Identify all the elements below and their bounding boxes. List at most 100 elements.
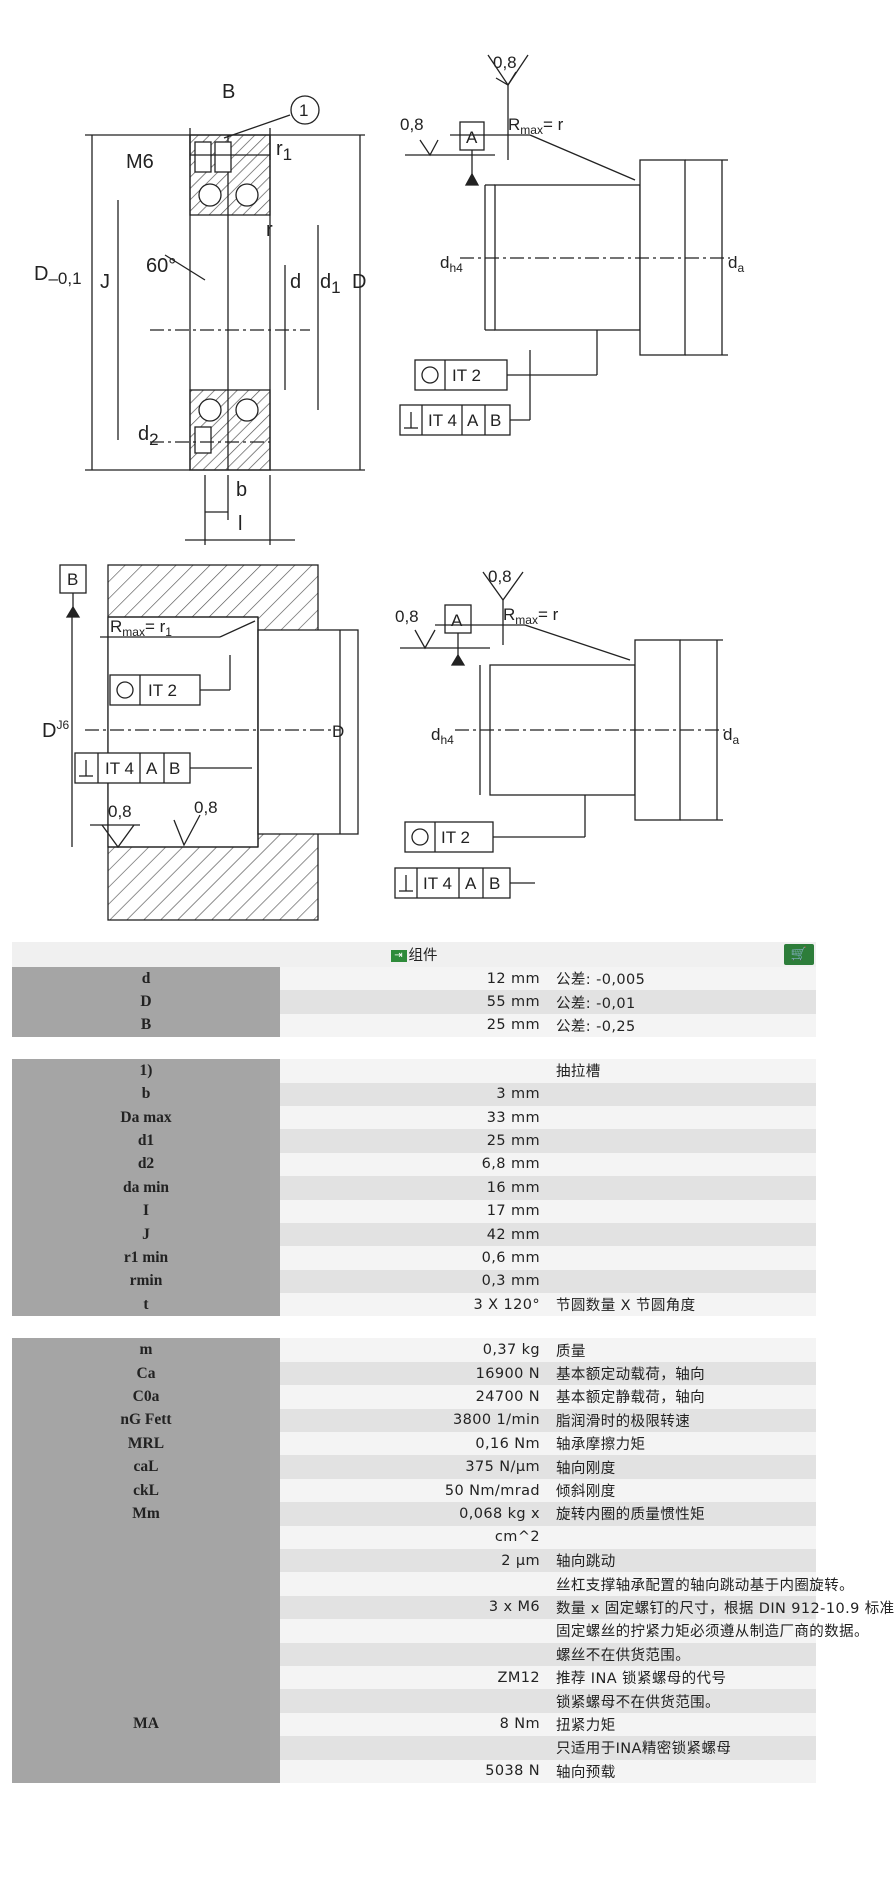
row-description: 固定螺丝的拧紧力矩必须遵从制造厂商的数据。 — [548, 1619, 869, 1643]
row-value: 0,3 mm — [280, 1269, 548, 1294]
technical-drawings: B 1 r1 M6 D–0,1 J 60° r d d1 D d2 b l — [0, 0, 861, 940]
row-value — [280, 1619, 548, 1643]
table-row: 螺丝不在供货范围。 — [12, 1642, 816, 1666]
row-description: 轴承摩擦力矩 — [548, 1432, 816, 1456]
dim-D-label: D — [332, 722, 344, 741]
ref-B-label: B — [169, 759, 180, 778]
row-value: 0,6 mm — [280, 1246, 548, 1270]
datum-B-label: B — [67, 570, 78, 589]
cart-icon[interactable]: 🛒 — [784, 944, 814, 965]
components-link[interactable]: 组件 — [408, 948, 438, 964]
group-spacer — [12, 1316, 816, 1339]
row-description: 公差: -0,25 — [548, 1013, 816, 1038]
row-description: 数量 x 固定螺钉的尺寸，根据 DIN 912-10.9 标准 — [548, 1595, 894, 1620]
row-description — [548, 1082, 816, 1106]
row-value: 50 Nm/mrad — [280, 1478, 548, 1503]
it4-label: IT 4 — [428, 411, 457, 430]
group-spacer — [12, 1037, 816, 1060]
rough-top-label: 0,8 — [488, 567, 512, 586]
row-label — [12, 1619, 280, 1643]
row-value: 33 mm — [280, 1105, 548, 1130]
row-label: J — [12, 1222, 280, 1247]
row-value — [280, 1059, 548, 1083]
datum-A-label: A — [466, 128, 478, 147]
row-value: 8 Nm — [280, 1712, 548, 1737]
dim-B-label: B — [222, 81, 235, 103]
rough-top-label: 0,8 — [493, 53, 517, 72]
row-value: 17 mm — [280, 1199, 548, 1223]
row-description: 轴向预载 — [548, 1759, 816, 1783]
row-label: Da max — [12, 1105, 280, 1130]
table-row: 只适用于INA精密锁紧螺母 — [12, 1736, 816, 1760]
row-description: 公差: -0,005 — [548, 967, 816, 991]
row-description: 脂润滑时的极限转速 — [548, 1408, 816, 1433]
row-description — [548, 1199, 816, 1223]
dim-dh4-label: dh4 — [440, 253, 463, 275]
row-value: 375 N/µm — [280, 1455, 548, 1479]
table-row: 丝杠支撑轴承配置的轴向跳动基于内圈旋转。 — [12, 1572, 854, 1596]
row-value: 16900 N — [280, 1361, 548, 1386]
row-value: 0,37 kg — [280, 1338, 548, 1362]
dim-d1-label: d1 — [320, 271, 341, 297]
row-label: I — [12, 1199, 280, 1223]
row-description: 旋转内圈的质量惯性矩 — [548, 1502, 816, 1526]
dim-dh4-label: dh4 — [431, 725, 454, 747]
dim-r1-label: r1 — [276, 138, 292, 164]
row-value — [280, 1642, 548, 1666]
row-label — [12, 1665, 280, 1690]
row-description: 节圆数量 X 节圆角度 — [548, 1293, 816, 1317]
table-row: cm^2 — [12, 1525, 816, 1549]
component-icon[interactable]: ⇥ — [390, 950, 407, 962]
row-label: m — [12, 1338, 280, 1362]
row-value: 0,068 kg x — [280, 1502, 548, 1526]
row-description: 螺丝不在供货范围。 — [548, 1642, 816, 1666]
dim-DJ6-label: DJ6 — [42, 718, 69, 742]
row-label: caL — [12, 1455, 280, 1479]
dim-r-label: r — [266, 219, 273, 241]
angle-60-label: 60° — [146, 255, 176, 277]
row-description: 基本额定静载荷，轴向 — [548, 1385, 816, 1409]
row-value: 16 mm — [280, 1176, 548, 1200]
ref-B-label: B — [489, 874, 500, 893]
row-label: MRL — [12, 1432, 280, 1456]
row-label — [12, 1759, 280, 1783]
row-label: d2 — [12, 1152, 280, 1177]
row-label: B — [12, 1013, 280, 1038]
row-description — [548, 1129, 816, 1153]
row-label: d1 — [12, 1129, 280, 1153]
row-label: t — [12, 1293, 280, 1317]
it2-label: IT 2 — [452, 366, 481, 385]
row-value: 6,8 mm — [280, 1152, 548, 1177]
row-description: 质量 — [548, 1338, 816, 1362]
rough-left-label: 0,8 — [395, 607, 419, 626]
row-value: 0,16 Nm — [280, 1432, 548, 1456]
row-description: 公差: -0,01 — [548, 990, 816, 1014]
row-value: 24700 N — [280, 1385, 548, 1409]
row-label: MA — [12, 1712, 280, 1737]
row-description: 丝杠支撑轴承配置的轴向跳动基于内圈旋转。 — [548, 1572, 854, 1596]
dim-d2-label: d2 — [138, 423, 159, 449]
row-label: 1) — [12, 1059, 280, 1083]
row-value: cm^2 — [280, 1525, 548, 1549]
row-value — [280, 1689, 548, 1713]
row-label: Ca — [12, 1361, 280, 1386]
row-description — [548, 1246, 816, 1270]
dim-l-label: l — [238, 513, 242, 535]
row-value: 3800 1/min — [280, 1408, 548, 1433]
row-label — [12, 1689, 280, 1713]
row-value: 3 mm — [280, 1082, 548, 1106]
